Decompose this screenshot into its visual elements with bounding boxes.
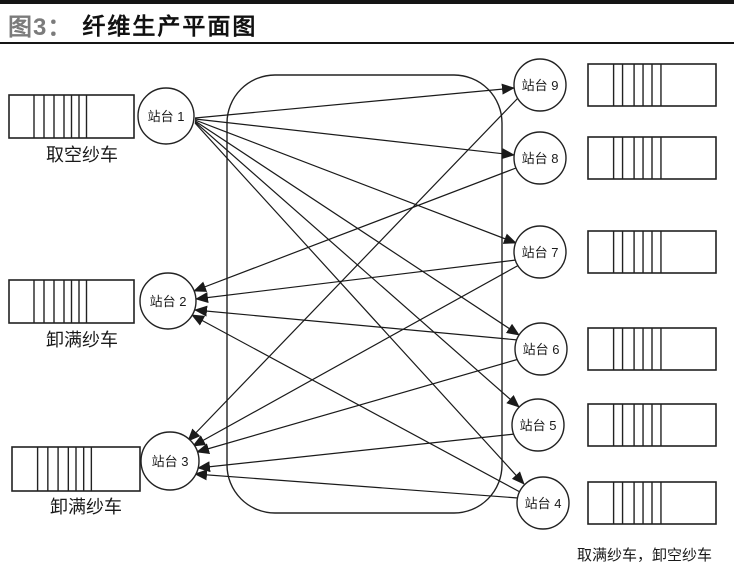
flow-arrow-p4-p3: [194, 469, 519, 499]
flow-arrow-p6-p2: [194, 305, 519, 341]
cart-caption: 取空纱车: [46, 145, 118, 165]
platform-node-3: 站台 3: [140, 431, 200, 491]
platform-node-5: 站台 5: [511, 398, 565, 452]
platform-circle: [514, 322, 568, 376]
platform-label: 站台 5: [520, 418, 557, 433]
platform-node-9: 站台 9: [513, 58, 567, 112]
platform-node-8: 站台 8: [513, 131, 567, 185]
platform-node-2: 站台 2: [139, 272, 197, 330]
platform-circle: [139, 272, 197, 330]
flow-arrow-p7-p3: [192, 264, 520, 447]
platform-circle: [513, 225, 567, 279]
figure-header: 图3： 纤维生产平面图: [8, 8, 728, 41]
yarn-cart-left-1: 取空纱车: [8, 94, 135, 165]
platform-circle: [137, 87, 195, 145]
figure-label: 图3：: [8, 13, 73, 41]
platform-label: 站台 7: [522, 245, 559, 260]
platform-node-6: 站台 6: [514, 322, 568, 376]
platform-label: 站台 2: [150, 294, 187, 309]
flow-arrow-p1-p6: [194, 120, 520, 336]
cart-caption: 卸满纱车: [46, 330, 118, 350]
flow-arrow-p1-p4: [194, 122, 525, 485]
flow-arrow-p4-p2: [191, 314, 521, 493]
flow-arrow-p1-p7: [194, 119, 517, 244]
platform-label: 站台 4: [525, 496, 562, 511]
title-underline: [0, 42, 734, 44]
flow-arrow-p1-p8: [194, 118, 515, 160]
footer-note: 取满纱车，卸空纱车: [577, 547, 712, 564]
platform-label: 站台 3: [152, 454, 189, 469]
platform-label: 站台 1: [148, 109, 185, 124]
flow-arrow-p6-p3: [196, 358, 520, 454]
flow-arrow-p7-p2: [195, 259, 517, 304]
platform-label: 站台 6: [523, 342, 560, 357]
platform-label: 站台 8: [522, 151, 559, 166]
platform-circle: [516, 476, 570, 530]
platform-circle: [511, 398, 565, 452]
platform-node-4: 站台 4: [516, 476, 570, 530]
yarn-cart-left-3: 卸满纱车: [11, 446, 141, 517]
top-rule: [0, 0, 734, 4]
platform-circle: [513, 58, 567, 112]
flow-arrow-p8-p2: [193, 167, 517, 292]
figure-title: 纤维生产平面图: [82, 13, 258, 39]
flow-arrows-layer: [187, 83, 525, 499]
platform-circle: [140, 431, 200, 491]
yarn-cart-left-2: 卸满纱车: [8, 279, 135, 350]
flow-arrow-p1-p9: [194, 83, 515, 119]
flow-arrow-p9-p3: [187, 97, 519, 442]
platform-node-1: 站台 1: [137, 87, 195, 145]
cart-caption: 卸满纱车: [50, 497, 122, 517]
platform-label: 站台 9: [522, 78, 559, 93]
platform-node-7: 站台 7: [513, 225, 567, 279]
platform-circle: [513, 131, 567, 185]
production-area-outline: [226, 74, 503, 514]
flow-arrow-p5-p3: [197, 433, 516, 473]
